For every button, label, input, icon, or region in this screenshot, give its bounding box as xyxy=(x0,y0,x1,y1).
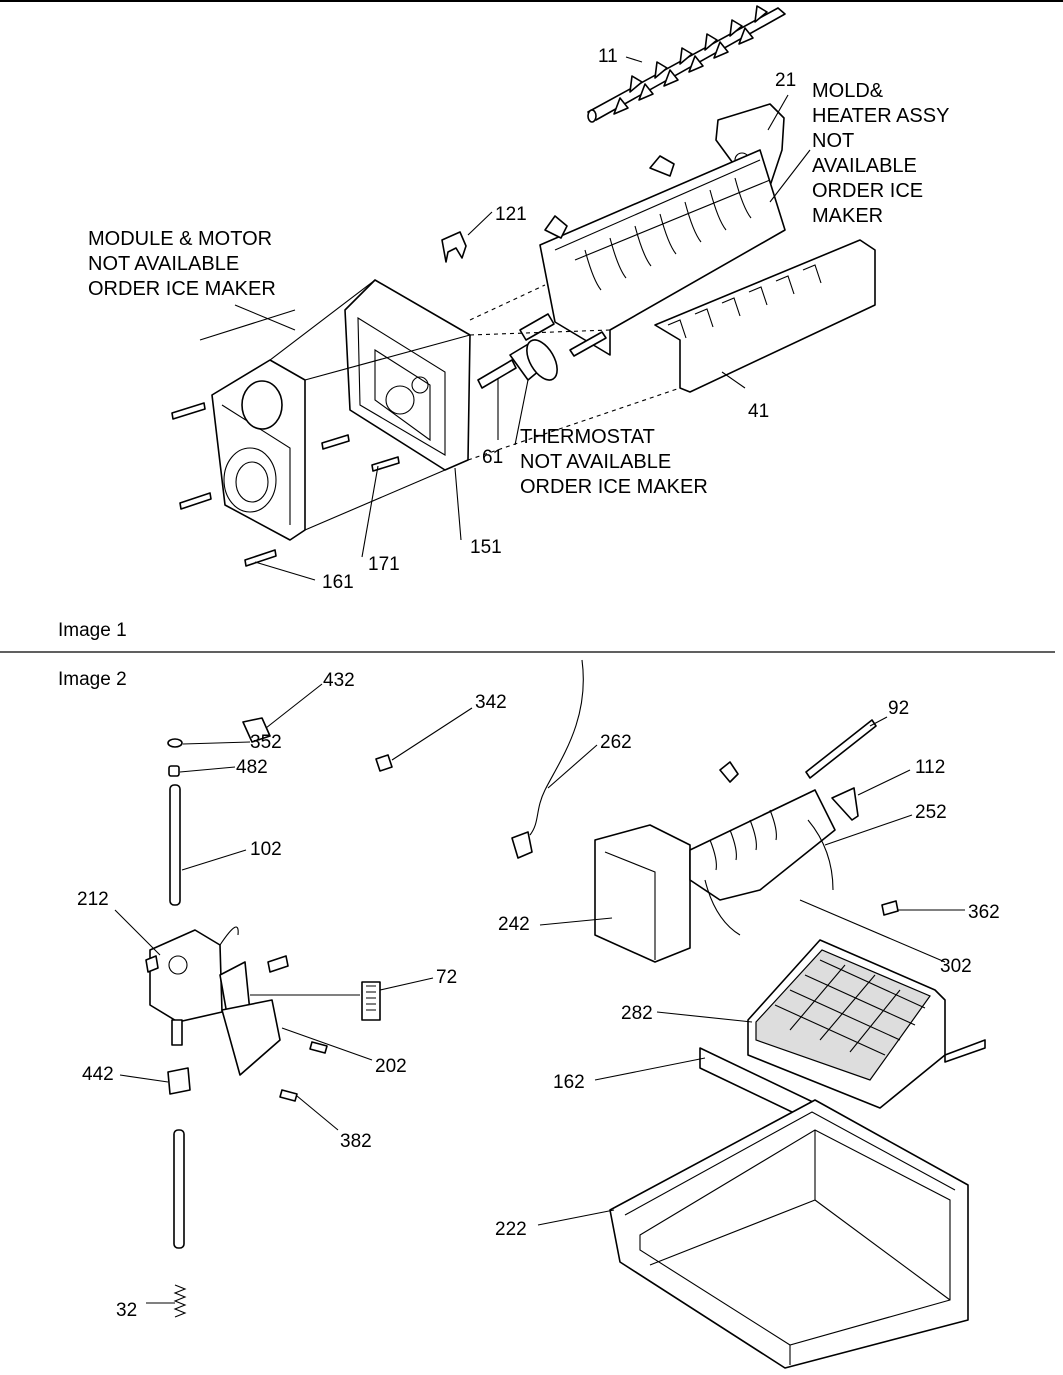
label-41: 41 xyxy=(748,401,769,422)
image1-leaders xyxy=(199,56,811,581)
svg-text:MOLD&: MOLD& xyxy=(812,80,884,102)
screw-382-b xyxy=(279,1089,298,1102)
note-module: MODULE & MOTOR NOT AVAILABLE ORDER ICE M… xyxy=(88,228,276,300)
label-382: 382 xyxy=(340,1131,372,1152)
svg-text:HEATER ASSY: HEATER ASSY xyxy=(812,105,949,127)
shaft-92 xyxy=(805,719,877,779)
label-21: 21 xyxy=(775,70,796,91)
fitting-part xyxy=(242,717,271,743)
label-252: 252 xyxy=(915,802,947,823)
svg-text:MODULE & MOTOR: MODULE & MOTOR xyxy=(88,228,272,250)
svg-text:AVAILABLE: AVAILABLE xyxy=(812,155,917,177)
label-482: 482 xyxy=(236,757,268,778)
image1-labels: 11 21 121 41 61 151 161 171 MODULE & MOT… xyxy=(58,46,949,641)
label-442: 442 xyxy=(82,1064,114,1085)
clip-112 xyxy=(831,787,859,821)
module-plate xyxy=(211,279,471,541)
label-61: 61 xyxy=(482,447,503,468)
label-11: 11 xyxy=(598,46,618,67)
caption-image2: Image 2 xyxy=(58,669,127,690)
label-362: 362 xyxy=(968,902,1000,923)
label-242: 242 xyxy=(498,914,530,935)
svg-text:MAKER: MAKER xyxy=(812,205,883,227)
insert-part xyxy=(168,765,180,777)
label-212: 212 xyxy=(77,889,109,910)
nut-part xyxy=(167,1067,191,1095)
bracket-part xyxy=(221,999,281,1076)
label-202: 202 xyxy=(375,1056,407,1077)
ice-maker-assembly xyxy=(594,761,836,963)
image1-drawing xyxy=(171,5,876,567)
label-262: 262 xyxy=(600,732,632,753)
note-thermostat: THERMOSTAT NOT AVAILABLE ORDER ICE MAKER xyxy=(520,426,708,498)
label-162: 162 xyxy=(553,1072,585,1093)
label-161: 161 xyxy=(322,572,354,593)
tube-lower-part xyxy=(173,1129,185,1249)
screw-382-a xyxy=(309,1041,328,1054)
ice-grate xyxy=(747,939,986,1109)
label-121: 121 xyxy=(495,204,527,225)
caption-image1: Image 1 xyxy=(58,620,127,641)
svg-text:THERMOSTAT: THERMOSTAT xyxy=(520,426,655,448)
label-112: 112 xyxy=(915,757,945,778)
label-342: 342 xyxy=(475,692,507,713)
wire-harness xyxy=(529,659,584,836)
mold-assembly xyxy=(539,149,786,356)
fitting-72 xyxy=(250,981,381,1021)
clip-342-part xyxy=(375,754,393,772)
ejector-shaft xyxy=(587,5,786,123)
spring-part xyxy=(173,1284,187,1318)
svg-text:NOT: NOT xyxy=(812,130,854,152)
note-mold: MOLD& HEATER ASSY NOT AVAILABLE ORDER IC… xyxy=(812,80,949,227)
label-302: 302 xyxy=(940,956,972,977)
image2-leaders xyxy=(114,683,965,1304)
svg-text:ORDER ICE: ORDER ICE xyxy=(812,180,923,202)
svg-text:NOT AVAILABLE: NOT AVAILABLE xyxy=(88,253,239,275)
label-352: 352 xyxy=(250,732,282,753)
thermostat-part xyxy=(477,313,607,389)
label-151: 151 xyxy=(470,537,502,558)
label-432: 432 xyxy=(323,670,355,691)
housing-part xyxy=(344,279,471,471)
label-32: 32 xyxy=(116,1300,137,1321)
ice-bin xyxy=(609,1099,969,1369)
label-222: 222 xyxy=(495,1219,527,1240)
label-171: 171 xyxy=(368,554,400,575)
oring-part xyxy=(167,738,183,748)
svg-text:NOT AVAILABLE: NOT AVAILABLE xyxy=(520,451,671,473)
svg-text:ORDER ICE MAKER: ORDER ICE MAKER xyxy=(520,476,708,498)
image2-labels: 432 342 352 482 102 212 72 202 442 382 3… xyxy=(77,670,1000,1321)
label-72: 72 xyxy=(436,967,457,988)
screws-image1 xyxy=(171,402,400,567)
label-102: 102 xyxy=(250,839,282,860)
label-282: 282 xyxy=(621,1003,653,1024)
image2-drawing xyxy=(145,659,986,1369)
shield-part xyxy=(654,239,876,393)
screw-362 xyxy=(881,900,899,916)
label-92: 92 xyxy=(888,698,909,719)
tube-part xyxy=(169,784,181,906)
svg-text:ORDER ICE MAKER: ORDER ICE MAKER xyxy=(88,278,276,300)
clip-part xyxy=(441,231,467,263)
